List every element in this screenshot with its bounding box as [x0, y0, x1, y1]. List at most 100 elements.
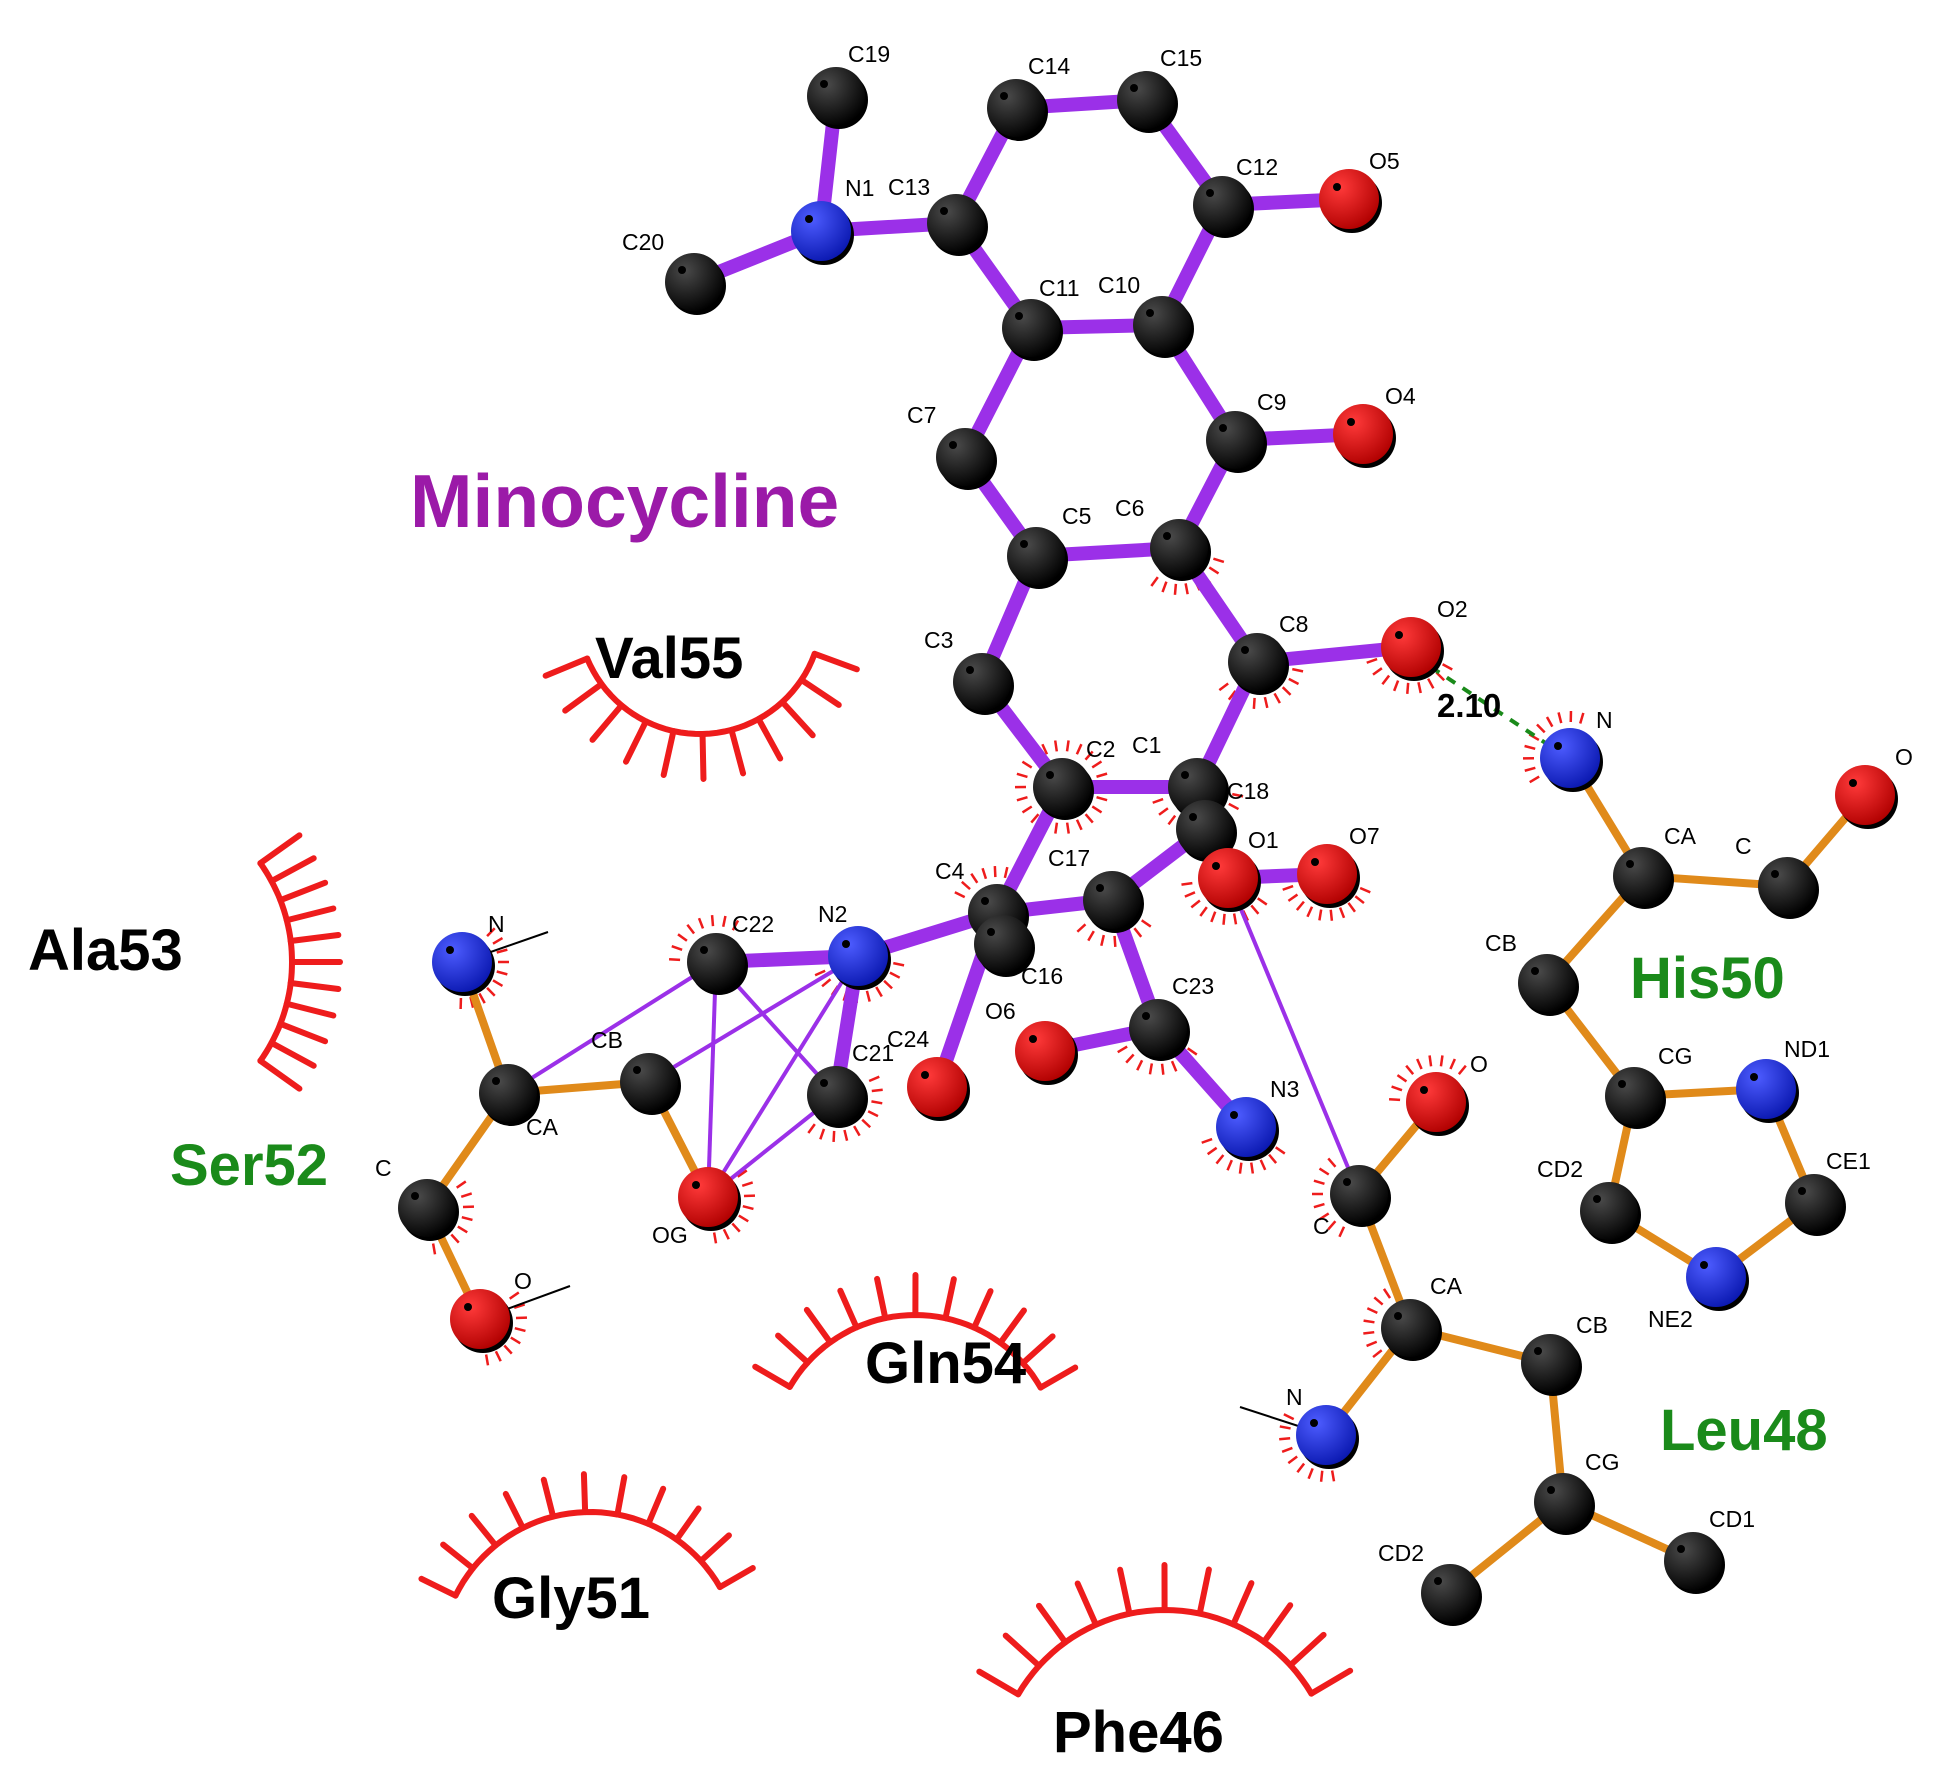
contact-spike	[1054, 822, 1059, 834]
atom-label-lca: CA	[1430, 1273, 1463, 1299]
contact-spike	[1306, 906, 1314, 918]
contact-spike	[1100, 934, 1106, 947]
arc-phe46-tick	[1260, 1602, 1294, 1645]
atom-c17	[1083, 871, 1141, 929]
contact-spike	[1096, 772, 1108, 778]
contact-spike	[1091, 805, 1103, 814]
atom-c8	[1228, 633, 1286, 691]
contact-spike	[1167, 814, 1177, 826]
contact-spike	[1279, 1425, 1291, 1430]
atom-label-sca: CA	[526, 1114, 559, 1140]
atom-label-o1: O1	[1248, 827, 1279, 853]
contact-spike	[1213, 557, 1225, 564]
atom-hc	[1758, 857, 1816, 915]
atom-highlight	[700, 946, 708, 954]
atom-label-c1: C1	[1132, 732, 1161, 758]
atom-o7	[1297, 844, 1357, 904]
contact-spike	[1021, 760, 1033, 769]
atom-label-so: O	[514, 1268, 532, 1294]
contact-spike	[1232, 792, 1244, 798]
arc-gly51-tick	[697, 1532, 732, 1564]
atom-highlight	[1206, 189, 1214, 197]
atom-label-hc: C	[1735, 833, 1752, 859]
atom-c24	[907, 1057, 967, 1117]
atom-label-lc: C	[1313, 1213, 1330, 1239]
contact-spike	[1354, 895, 1365, 905]
atom-highlight	[1395, 631, 1403, 639]
arc-phe46	[1015, 1606, 1315, 1698]
contact-spike	[871, 1088, 883, 1093]
contact-spike	[1366, 1340, 1378, 1348]
contact-spike	[1327, 1220, 1337, 1231]
contact-spike	[1084, 813, 1094, 824]
atom-hca	[1613, 847, 1671, 905]
residue-label-gly51: Gly51	[492, 1566, 650, 1631]
arc-val55-tick	[660, 728, 677, 779]
contact-spike	[832, 1130, 836, 1143]
atom-label-sog: OG	[652, 1222, 688, 1248]
arc-phe46-tick	[1035, 1602, 1069, 1646]
contact-spike	[686, 923, 696, 935]
atom-lcb	[1521, 1334, 1579, 1392]
atom-c19	[807, 67, 865, 125]
contact-spike	[1148, 1063, 1154, 1075]
contact-spike	[1087, 930, 1095, 942]
residue-label-gln54: Gln54	[865, 1331, 1026, 1396]
arc-phe46-tick	[1074, 1580, 1099, 1628]
atom-label-c5: C5	[1062, 503, 1091, 529]
atom-lo	[1406, 1072, 1466, 1132]
atom-c11	[1002, 299, 1060, 357]
atom-highlight	[1130, 84, 1138, 92]
contact-spike	[1373, 1296, 1384, 1306]
arc-ala53-tick	[257, 1057, 303, 1092]
arc-val55-tick	[699, 730, 707, 782]
contact-spike	[853, 1125, 861, 1137]
atom-so	[450, 1289, 510, 1349]
atom-label-c12: C12	[1236, 154, 1278, 180]
contact-spike	[1117, 1045, 1128, 1054]
contact-spike	[1091, 760, 1103, 769]
contact-spike	[1226, 1159, 1233, 1171]
contact-spike	[1150, 576, 1159, 587]
contact-spike	[722, 1228, 730, 1240]
arc-gly51-tick	[614, 1474, 628, 1518]
contact-spike	[1439, 1055, 1444, 1067]
contact-spike	[1329, 909, 1334, 921]
contact-spike	[861, 1118, 872, 1129]
atom-label-n3: N3	[1270, 1076, 1299, 1102]
contact-spike	[1125, 1053, 1135, 1064]
contact-spike	[954, 891, 966, 899]
atom-label-c11: C11	[1039, 275, 1080, 301]
atom-c9	[1206, 411, 1264, 469]
atom-label-c6: C6	[1115, 495, 1144, 521]
arc-val55-tick	[542, 655, 591, 679]
contact-spike	[843, 1129, 849, 1141]
atom-highlight	[1230, 1111, 1238, 1119]
arc-gln54-tick	[1019, 1333, 1056, 1367]
arc-gly51-tick	[716, 1565, 756, 1591]
contact-spike	[1318, 1212, 1330, 1221]
contact-spike	[868, 1075, 880, 1083]
contact-spike	[486, 927, 496, 938]
atom-highlight	[1434, 1577, 1442, 1585]
arc-gln54-tick	[1037, 1364, 1079, 1391]
arc-val55-tick	[728, 726, 747, 777]
atom-o6	[1015, 1021, 1075, 1081]
contact-spike	[1287, 893, 1299, 902]
contact-spike	[1406, 682, 1410, 694]
atom-label-ln: N	[1286, 1384, 1303, 1410]
atom-highlight	[492, 1077, 500, 1085]
contact-spike	[457, 1225, 468, 1234]
arc-gly51-tick	[502, 1490, 526, 1531]
contact-spike	[461, 1215, 473, 1222]
contact-spike	[1268, 1153, 1278, 1164]
atom-highlight	[1015, 312, 1023, 320]
arc-gly51-tick	[418, 1575, 459, 1599]
atom-highlight	[1420, 1086, 1428, 1094]
contact-spike	[893, 961, 905, 967]
atom-label-sn: N	[488, 911, 505, 937]
atom-highlight	[1000, 92, 1008, 100]
contact-spike	[1201, 1137, 1213, 1144]
atom-label-c23: C23	[1172, 973, 1214, 999]
